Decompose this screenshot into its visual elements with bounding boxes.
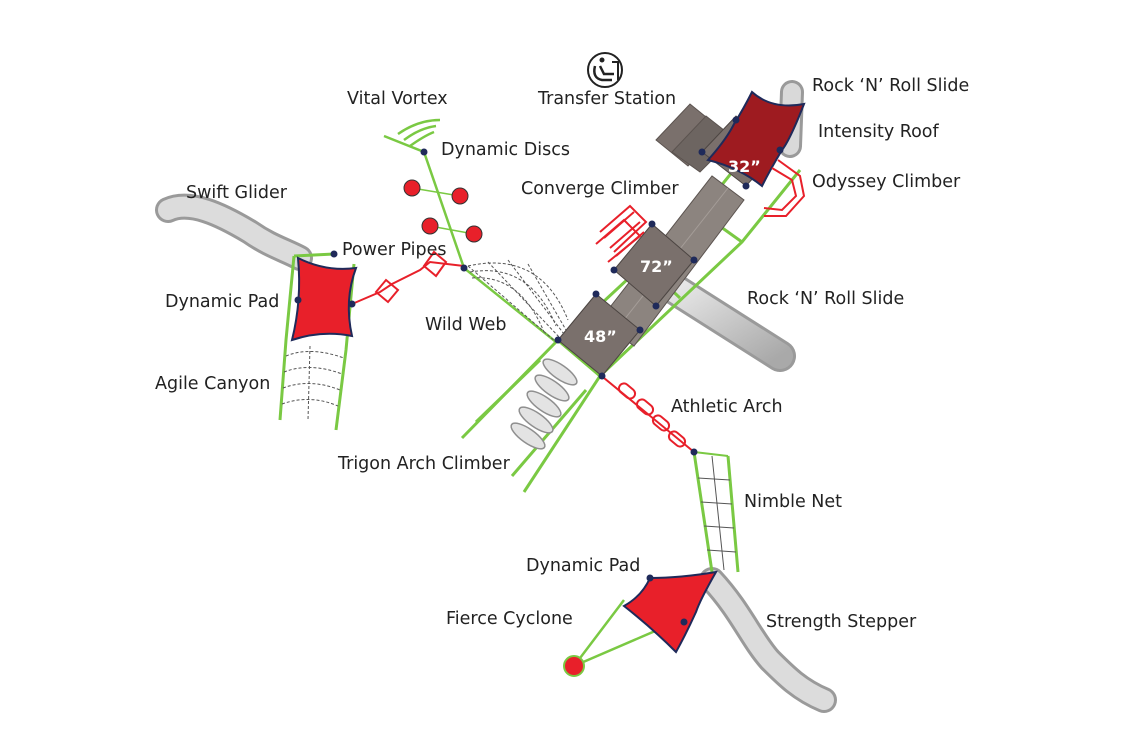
power-pipes — [351, 250, 465, 305]
label-fierce-cyclone: Fierce Cyclone — [446, 609, 573, 629]
vital-vortex — [383, 118, 557, 343]
deck-72-label: 72” — [640, 257, 673, 276]
label-converge-climber: Converge Climber — [521, 179, 679, 199]
label-dynamic-discs: Dynamic Discs — [441, 140, 570, 160]
wild-web — [467, 259, 569, 343]
dynamic-discs — [403, 179, 483, 243]
dynamic-pad-left — [290, 256, 358, 342]
label-agile-canyon: Agile Canyon — [155, 374, 271, 394]
label-wild-web: Wild Web — [425, 315, 507, 335]
label-athletic-arch: Athletic Arch — [671, 397, 783, 417]
label-dynamic-pad-bottom: Dynamic Pad — [526, 556, 641, 576]
connection-nodes — [294, 116, 784, 626]
label-rock-n-roll-slide-top: Rock ‘N’ Roll Slide — [812, 76, 970, 96]
athletic-arch — [603, 377, 695, 453]
agile-canyon-net — [281, 345, 345, 421]
strength-stepper-slide — [699, 567, 837, 713]
intensity-roof: 32” — [706, 90, 806, 188]
label-strength-stepper: Strength Stepper — [766, 612, 917, 632]
label-vital-vortex: Vital Vortex — [347, 89, 448, 109]
nimble-net — [692, 451, 740, 573]
label-odyssey-climber: Odyssey Climber — [812, 172, 961, 192]
odyssey-climber — [763, 159, 806, 217]
deck-48-label: 48” — [584, 327, 617, 346]
label-nimble-net: Nimble Net — [744, 492, 843, 512]
label-trigon-arch-climber: Trigon Arch Climber — [338, 454, 510, 474]
dynamic-pad-bottom — [622, 570, 718, 654]
label-swift-glider: Swift Glider — [186, 183, 287, 203]
swift-glider-slide — [155, 193, 313, 271]
converge-climber — [595, 204, 648, 263]
trigon-arch-rings — [510, 358, 578, 450]
label-power-pipes: Power Pipes — [342, 240, 447, 260]
deck-32-label: 32” — [728, 157, 761, 176]
label-intensity-roof: Intensity Roof — [818, 122, 939, 142]
label-dynamic-pad-left: Dynamic Pad — [165, 292, 280, 312]
label-transfer-station: Transfer Station — [538, 89, 677, 109]
rock-n-roll-slide-mid — [660, 274, 796, 372]
label-rock-n-roll-slide-mid: Rock ‘N’ Roll Slide — [747, 289, 905, 309]
wheelchair-transfer-icon — [587, 52, 623, 88]
agile-canyon-frame — [278, 252, 356, 431]
